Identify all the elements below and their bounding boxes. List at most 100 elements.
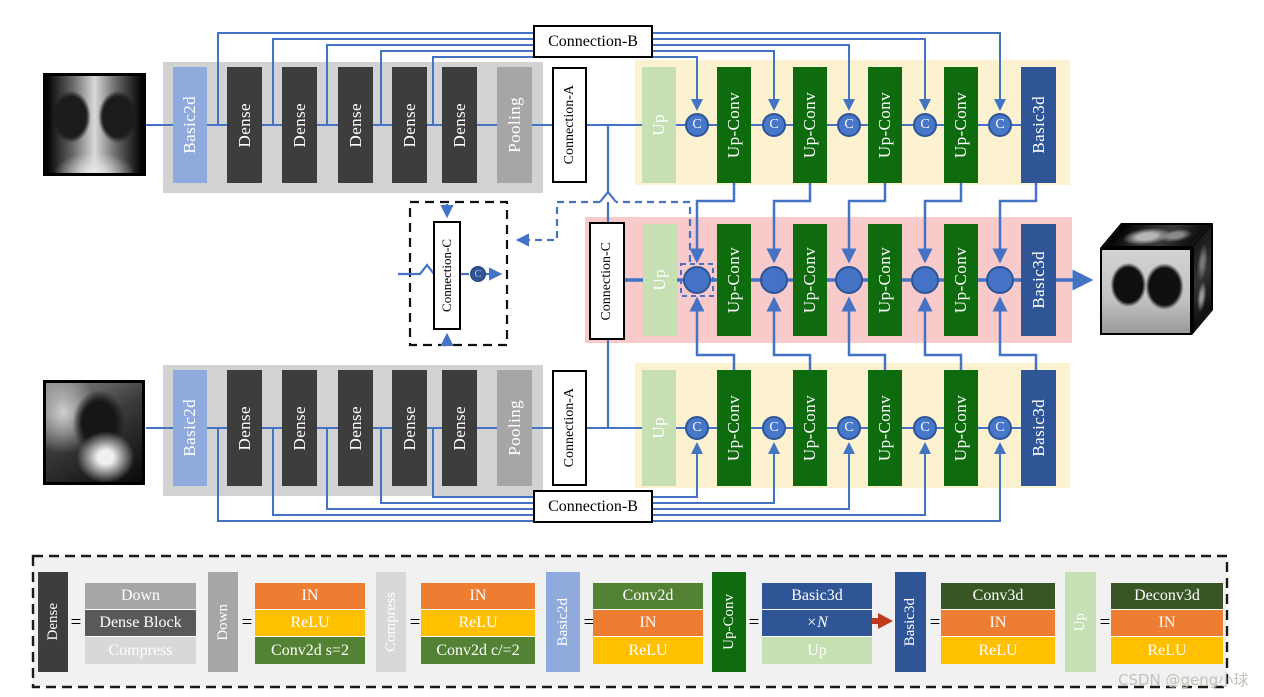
block-upconv-bottom-3: Up-Conv: [868, 370, 902, 486]
block-pooling-top: Pooling: [497, 67, 532, 183]
block-dense-bottom-3: Dense: [338, 370, 373, 486]
block-upconv-top-2: Up-Conv: [793, 67, 827, 183]
legend-stack-compress: IN ReLU Conv2d c/=2: [421, 583, 535, 664]
fusion-circle-4: [911, 266, 939, 294]
block-upconv-mid-3: Up-Conv: [868, 224, 902, 336]
legend-stack-basic2d: Conv2d IN ReLU: [593, 583, 703, 664]
concat-circle-bottom-4: C: [913, 416, 937, 440]
legend-stack-dense: Down Dense Block Compress: [85, 583, 196, 664]
watermark: CSDN @geng小球: [1118, 671, 1249, 689]
block-upconv-mid-4: Up-Conv: [944, 224, 978, 336]
legend-row: ReLU: [1111, 637, 1223, 664]
block-basic2d-bottom: Basic2d: [173, 370, 207, 486]
legend-row: Conv3d: [941, 583, 1055, 610]
legend-block-up: Up: [1065, 572, 1096, 672]
legend-row: Basic3d: [762, 583, 872, 610]
concat-circle-detail: C: [470, 266, 486, 282]
legend-equals-2: =: [241, 612, 253, 633]
legend-row: Conv2d c/=2: [421, 637, 535, 664]
block-upconv-mid-2: Up-Conv: [793, 224, 827, 336]
legend-equals-3: =: [409, 612, 421, 633]
block-upconv-bottom-1: Up-Conv: [717, 370, 751, 486]
legend-block-compress: Compress: [376, 572, 406, 672]
lateral-xray-image: [43, 380, 145, 485]
legend-row: IN: [1111, 610, 1223, 637]
legend-block-upconv: Up-Conv: [712, 572, 746, 672]
legend-stack-basic3d: Conv3d IN ReLU: [941, 583, 1055, 664]
block-pooling-bottom: Pooling: [497, 370, 532, 486]
fusion-circle-1: [683, 266, 711, 294]
concat-circle-top-2: C: [762, 113, 786, 137]
legend-equals-4: =: [583, 612, 595, 633]
concat-circle-top-3: C: [837, 113, 861, 137]
block-dense-top-2: Dense: [282, 67, 317, 183]
block-dense-top-1: Dense: [227, 67, 262, 183]
legend-equals-7: =: [1099, 612, 1111, 633]
legend-row: IN: [593, 610, 703, 637]
ct-cube-front-face: [1100, 248, 1192, 335]
connection-b-top-box: Connection-B: [533, 25, 653, 58]
concat-circle-top-5: C: [988, 113, 1012, 137]
legend-block-down: Down: [208, 572, 238, 672]
legend-row: Conv2d s=2: [255, 637, 365, 664]
block-dense-top-3: Dense: [338, 67, 373, 183]
concat-circle-top-1: C: [685, 113, 709, 137]
block-upconv-top-3: Up-Conv: [868, 67, 902, 183]
legend-block-basic3d: Basic3d: [895, 572, 926, 672]
legend-row: IN: [421, 583, 535, 610]
legend-row: Up: [762, 637, 872, 664]
block-up-top: Up: [642, 67, 676, 183]
connection-b-bottom-box: Connection-B: [533, 490, 653, 523]
concat-circle-bottom-5: C: [988, 416, 1012, 440]
legend-row: ×N: [762, 610, 872, 637]
fusion-circle-2: [760, 266, 788, 294]
legend-row: Conv2d: [593, 583, 703, 610]
legend-stack-down: IN ReLU Conv2d s=2: [255, 583, 365, 664]
concat-circle-bottom-2: C: [762, 416, 786, 440]
legend-row: Compress: [85, 637, 196, 664]
legend-stack-upconv: Basic3d ×N Up: [762, 583, 872, 664]
block-upconv-bottom-2: Up-Conv: [793, 370, 827, 486]
legend-row: IN: [941, 610, 1055, 637]
block-upconv-bottom-4: Up-Conv: [944, 370, 978, 486]
block-dense-bottom-2: Dense: [282, 370, 317, 486]
legend-row: Down: [85, 583, 196, 610]
block-basic2d-top: Basic2d: [173, 67, 207, 183]
block-dense-bottom-4: Dense: [392, 370, 427, 486]
legend-row: ReLU: [941, 637, 1055, 664]
connection-a-bottom-box: Connection-A: [552, 370, 587, 486]
block-upconv-mid-1: Up-Conv: [717, 224, 751, 336]
concat-circle-bottom-1: C: [685, 416, 709, 440]
block-up-bottom: Up: [642, 370, 676, 486]
legend-stack-up: Deconv3d IN ReLU: [1111, 583, 1223, 664]
block-upconv-top-1: Up-Conv: [717, 67, 751, 183]
concat-circle-bottom-3: C: [837, 416, 861, 440]
block-dense-top-5: Dense: [442, 67, 477, 183]
legend-equals-5: =: [748, 612, 760, 633]
legend-block-dense: Dense: [38, 572, 68, 672]
connection-a-top-box: Connection-A: [552, 67, 587, 183]
legend-row: ReLU: [421, 610, 535, 637]
connection-c-detail-box: Connection-C: [433, 221, 461, 330]
legend-equals-1: =: [70, 612, 82, 633]
block-basic3d-top: Basic3d: [1021, 67, 1056, 183]
block-dense-bottom-5: Dense: [442, 370, 477, 486]
fusion-circle-5: [986, 266, 1014, 294]
concat-circle-top-4: C: [913, 113, 937, 137]
legend-row: IN: [255, 583, 365, 610]
block-dense-top-4: Dense: [392, 67, 427, 183]
legend-row: Dense Block: [85, 610, 196, 637]
block-basic3d-mid: Basic3d: [1021, 224, 1056, 336]
block-basic3d-bottom: Basic3d: [1021, 370, 1056, 486]
legend-row: ReLU: [255, 610, 365, 637]
legend-row: Deconv3d: [1111, 583, 1223, 610]
block-upconv-top-4: Up-Conv: [944, 67, 978, 183]
legend-block-basic2d: Basic2d: [546, 572, 580, 672]
fusion-circle-3: [835, 266, 863, 294]
block-dense-bottom-1: Dense: [227, 370, 262, 486]
legend-equals-6: =: [929, 612, 941, 633]
connection-c-box: Connection-C: [589, 222, 625, 340]
frontal-xray-image: [43, 73, 146, 176]
block-up-mid: Up: [643, 224, 677, 336]
